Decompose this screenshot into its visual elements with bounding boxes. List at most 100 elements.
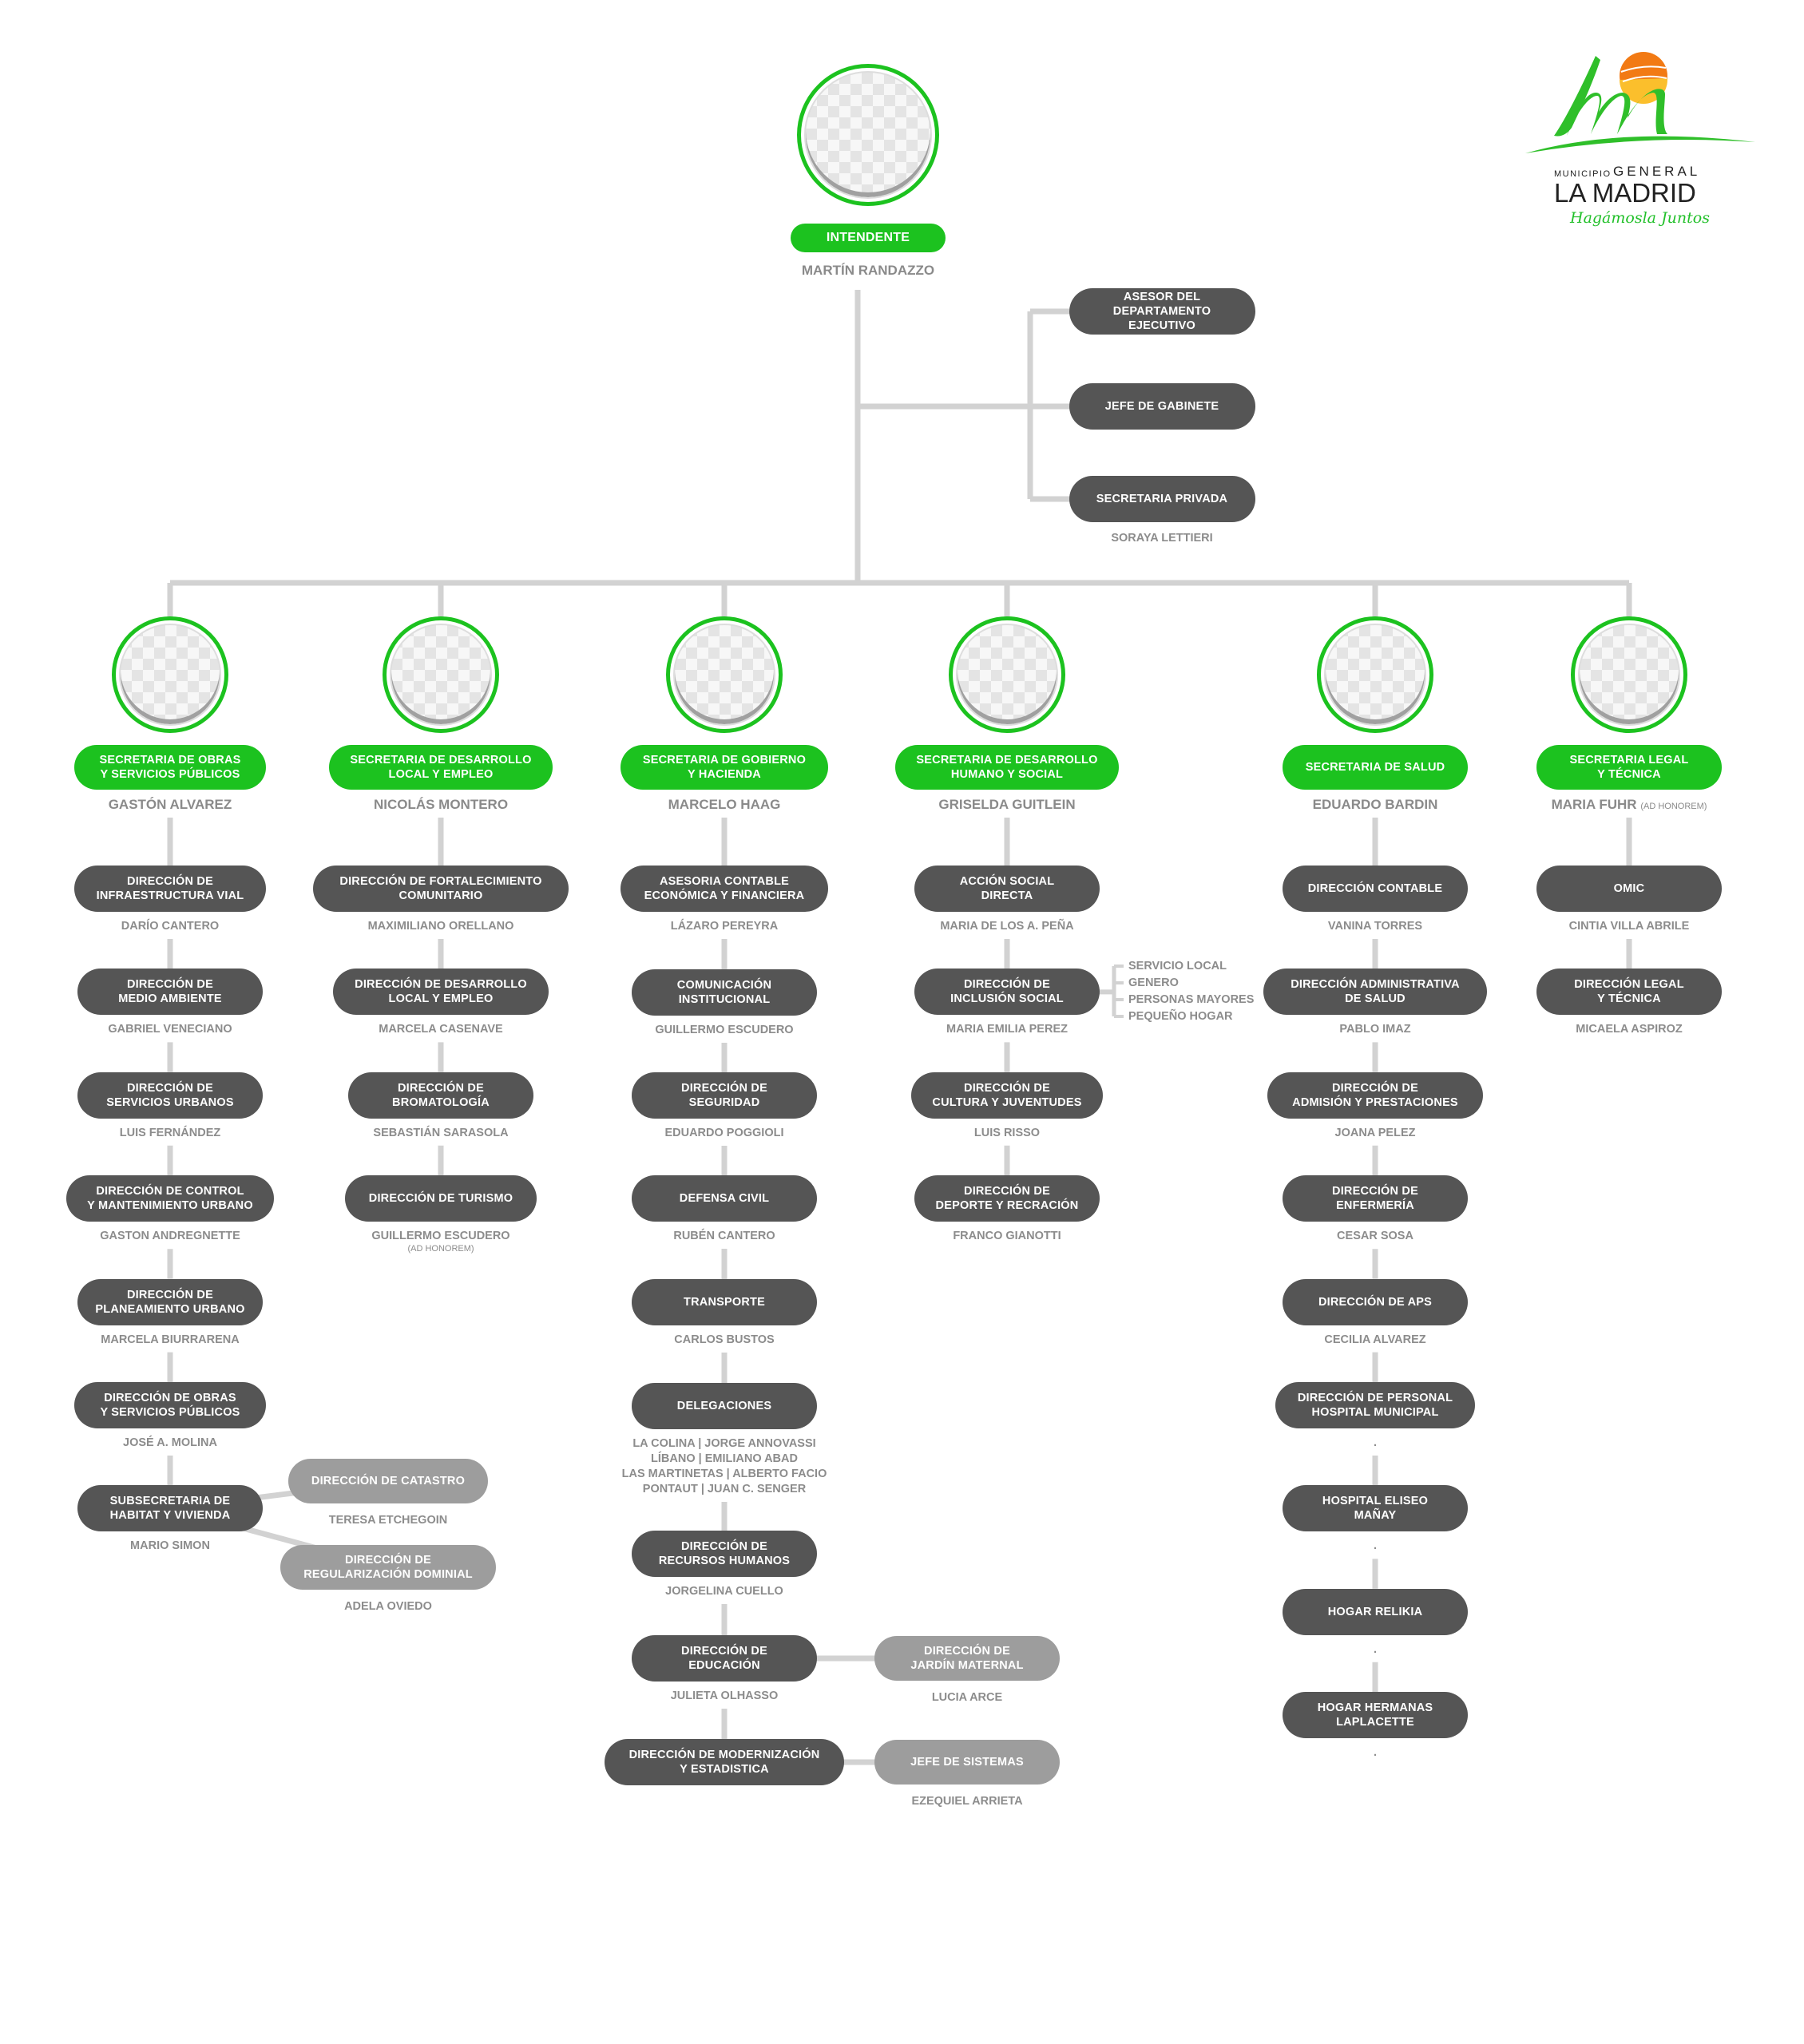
direction-box-label: ACCIÓN SOCIAL DIRECTA xyxy=(959,875,1055,902)
direction-box-label: DIRECCIÓN DE APS xyxy=(1318,1295,1433,1309)
direction-box[interactable]: DIRECCIÓN DE CULTURA Y JUVENTUDES xyxy=(911,1072,1103,1119)
direction-name-text: MARCELA BIURRARENA xyxy=(101,1333,240,1346)
sub-unit-box[interactable]: DIRECCIÓN DE CATASTRO xyxy=(288,1459,488,1503)
direction-name-text: GUILLERMO ESCUDERO xyxy=(655,1024,794,1036)
program-list-item: GENERO xyxy=(1128,976,1179,989)
direction-box-label: DIRECCIÓN DE BROMATOLOGÍA xyxy=(392,1081,490,1109)
intendente-photo xyxy=(797,64,939,206)
staff-2-box[interactable]: SECRETARIA PRIVADA xyxy=(1069,476,1255,522)
staff-1-box[interactable]: JEFE DE GABINETE xyxy=(1069,383,1255,430)
direction-name-text: JULIETA OLHASSO xyxy=(670,1689,779,1702)
secretaria-1-box[interactable]: SECRETARIA DE DESARROLLO LOCAL Y EMPLEO xyxy=(329,745,553,790)
direction-box[interactable]: DIRECCIÓN DE INFRAESTRUCTURA VIAL xyxy=(74,866,266,912)
direction-name-text: SEBASTIÁN SARASOLA xyxy=(373,1126,509,1139)
direction-box[interactable]: DIRECCIÓN DE ADMISIÓN Y PRESTACIONES xyxy=(1267,1072,1483,1119)
direction-box-label: DIRECCIÓN DE SERVICIOS URBANOS xyxy=(106,1081,234,1109)
direction-box-label: DIRECCIÓN DE INCLUSIÓN SOCIAL xyxy=(950,978,1064,1006)
direction-box[interactable]: DIRECCIÓN DE PERSONAL HOSPITAL MUNICIPAL xyxy=(1275,1382,1475,1428)
direction-box[interactable]: DIRECCIÓN DE OBRAS Y SERVICIOS PÚBLICOS xyxy=(74,1382,266,1428)
sub-unit-name-text: LUCIA ARCE xyxy=(931,1691,1003,1704)
direction-name-text: FRANCO GIANOTTI xyxy=(953,1230,1061,1243)
direction-box[interactable]: DEFENSA CIVIL xyxy=(632,1175,817,1222)
direction-name: MARIA DE LOS A. PEÑA xyxy=(855,919,1159,934)
direction-box-label: ASESORIA CONTABLE ECONÓMICA Y FINANCIERA xyxy=(644,875,805,902)
direction-box[interactable]: COMUNICACIÓN INSTITUCIONAL xyxy=(632,969,817,1016)
photo-placeholder xyxy=(675,625,774,724)
direction-name: JOANA PELEZ xyxy=(1223,1126,1527,1141)
secretaria-3-box[interactable]: SECRETARIA DE DESARROLLO HUMANO Y SOCIAL xyxy=(895,745,1119,790)
direction-box[interactable]: DIRECCIÓN DE EDUCACIÓN xyxy=(632,1635,817,1682)
logo-emblem-icon xyxy=(1525,52,1755,153)
direction-name: LUIS FERNÁNDEZ xyxy=(18,1126,322,1141)
program-list-item: PEQUEÑO HOGAR xyxy=(1128,1010,1233,1023)
direction-box[interactable]: DIRECCIÓN DE TURISMO xyxy=(345,1175,537,1222)
direction-box-label: DIRECCIÓN DE CULTURA Y JUVENTUDES xyxy=(932,1081,1082,1109)
direction-box[interactable]: ASESORIA CONTABLE ECONÓMICA Y FINANCIERA xyxy=(620,866,828,912)
direction-box[interactable]: DIRECCIÓN CONTABLE xyxy=(1283,866,1468,912)
direction-box[interactable]: DIRECCIÓN DE SERVICIOS URBANOS xyxy=(77,1072,263,1119)
direction-name: LA COLINA | JORGE ANNOVASSI LÍBANO | EMI… xyxy=(573,1436,876,1497)
direction-box[interactable]: HOGAR HERMANAS LAPLACETTE xyxy=(1283,1692,1468,1739)
direction-box[interactable]: OMIC xyxy=(1536,866,1722,912)
direction-name: EDUARDO POGGIOLI xyxy=(573,1126,876,1141)
direction-name: SEBASTIÁN SARASOLA xyxy=(289,1126,593,1141)
direction-name: MARCELA BIURRARENA xyxy=(18,1333,322,1348)
direction-name-text: GASTON ANDREGNETTE xyxy=(100,1230,240,1243)
direction-box[interactable]: DELEGACIONES xyxy=(632,1383,817,1429)
direction-box-label: DIRECCIÓN DE TURISMO xyxy=(368,1192,513,1206)
sub-unit-box-label: JEFE DE SISTEMAS xyxy=(910,1756,1024,1769)
intendente-badge[interactable]: INTENDENTE xyxy=(791,224,946,252)
direction-name-text: EDUARDO POGGIOLI xyxy=(664,1127,784,1139)
direction-box[interactable]: DIRECCIÓN DE BROMATOLOGÍA xyxy=(348,1072,533,1119)
secretaria-5-box[interactable]: SECRETARIA LEGAL Y TÉCNICA xyxy=(1536,745,1722,790)
program-list-item: SERVICIO LOCAL xyxy=(1128,960,1227,972)
direction-box-label: SUBSECRETARIA DE HABITAT Y VIVIENDA xyxy=(109,1495,231,1523)
direction-box[interactable]: DIRECCIÓN DE MODERNIZACIÓN Y ESTADISTICA xyxy=(605,1739,844,1785)
direction-box[interactable]: HOSPITAL ELISEO MAÑAY xyxy=(1283,1485,1468,1532)
direction-box[interactable]: DIRECCIÓN LEGAL Y TÉCNICA xyxy=(1536,969,1722,1016)
secretaria-2-box[interactable]: SECRETARIA DE GOBIERNO Y HACIENDA xyxy=(620,745,828,790)
direction-box[interactable]: DIRECCIÓN DE FORTALECIMIENTO COMUNITARIO xyxy=(313,866,569,912)
staff-1-box-label: JEFE DE GABINETE xyxy=(1104,400,1219,413)
direction-box[interactable]: DIRECCIÓN DE MEDIO AMBIENTE xyxy=(77,969,263,1016)
direction-box[interactable]: DIRECCIÓN DE DESARROLLO LOCAL Y EMPLEO xyxy=(333,969,549,1016)
direction-box[interactable]: DIRECCIÓN DE ENFERMERÍA xyxy=(1283,1175,1468,1222)
photo-placeholder xyxy=(958,625,1057,724)
sub-unit-box[interactable]: JEFE DE SISTEMAS xyxy=(874,1740,1060,1785)
direction-box[interactable]: DIRECCIÓN ADMINISTRATIVA DE SALUD xyxy=(1263,969,1487,1016)
direction-box[interactable]: TRANSPORTE xyxy=(632,1279,817,1325)
direction-box-label: DIRECCIÓN ADMINISTRATIVA DE SALUD xyxy=(1291,978,1460,1006)
direction-name: CARLOS BUSTOS xyxy=(573,1333,876,1348)
direction-box[interactable]: DIRECCIÓN DE PLANEAMIENTO URBANO xyxy=(77,1278,263,1325)
direction-box-label: DIRECCIÓN DE INFRAESTRUCTURA VIAL xyxy=(96,875,244,902)
direction-box-label: DIRECCIÓN DE DEPORTE Y RECRACIÓN xyxy=(935,1185,1079,1213)
direction-name-text: MARCELA CASENAVE xyxy=(379,1023,503,1036)
direction-box[interactable]: SUBSECRETARIA DE HABITAT Y VIVIENDA xyxy=(77,1485,263,1532)
direction-box[interactable]: DIRECCIÓN DE CONTROL Y MANTENIMIENTO URB… xyxy=(66,1175,274,1222)
staff-0-box[interactable]: ASESOR DEL DEPARTAMENTO EJECUTIVO xyxy=(1069,288,1255,335)
secretaria-4-name: EDUARDO BARDIN xyxy=(1223,797,1527,812)
direction-box-label: DIRECCIÓN LEGAL Y TÉCNICA xyxy=(1574,978,1684,1006)
sub-unit-name-text: EZEQUIEL ARRIETA xyxy=(911,1795,1023,1808)
secretaria-2-box-label: SECRETARIA DE GOBIERNO Y HACIENDA xyxy=(642,754,807,781)
direction-box[interactable]: DIRECCIÓN DE SEGURIDAD xyxy=(632,1072,817,1119)
direction-box[interactable]: DIRECCIÓN DE RECURSOS HUMANOS xyxy=(632,1531,817,1577)
secretaria-4-box[interactable]: SECRETARIA DE SALUD xyxy=(1283,745,1468,790)
direction-box[interactable]: DIRECCIÓN DE DEPORTE Y RECRACIÓN xyxy=(914,1175,1100,1222)
direction-name: . xyxy=(1223,1436,1527,1451)
direction-box[interactable]: DIRECCIÓN DE INCLUSIÓN SOCIAL xyxy=(914,969,1100,1016)
direction-box[interactable]: ACCIÓN SOCIAL DIRECTA xyxy=(914,866,1100,912)
sub-unit-name: EZEQUIEL ARRIETA xyxy=(815,1794,1119,1809)
direction-box-label: DIRECCIÓN DE MEDIO AMBIENTE xyxy=(118,978,222,1006)
direction-box[interactable]: HOGAR RELIKIA xyxy=(1283,1588,1468,1635)
photo-placeholder xyxy=(806,73,930,197)
direction-name-text: JOSÉ A. MOLINA xyxy=(123,1436,217,1449)
direction-box-label: DIRECCIÓN DE SEGURIDAD xyxy=(681,1082,767,1109)
sub-unit-box[interactable]: DIRECCIÓN DE REGULARIZACIÓN DOMINIAL xyxy=(280,1545,496,1590)
sub-unit-box[interactable]: DIRECCIÓN DE JARDÍN MATERNAL xyxy=(874,1636,1060,1681)
direction-box[interactable]: DIRECCIÓN DE APS xyxy=(1283,1278,1468,1325)
secretaria-2-name: MARCELO HAAG xyxy=(573,797,876,812)
secretaria-0-box[interactable]: SECRETARIA DE OBRAS Y SERVICIOS PÚBLICOS xyxy=(74,745,266,790)
direction-name-text: LUIS RISSO xyxy=(973,1126,1041,1139)
